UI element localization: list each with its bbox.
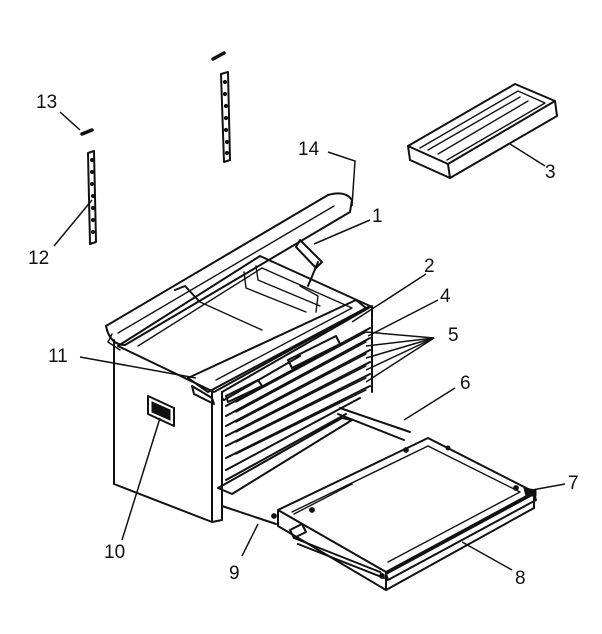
callout-5: 5 [448,325,459,346]
part-13-pin [80,128,94,136]
callout-9: 9 [229,563,240,584]
leader-9 [241,523,259,557]
part-12-hinge-strip [87,150,97,245]
leader-7 [531,483,566,491]
leader-11 [79,356,197,379]
part-10-side-handle [147,395,175,427]
leader-5b [365,337,435,347]
leader-5a [365,331,435,339]
leader-5e [365,337,435,383]
callout-1: 1 [372,206,383,227]
chest-body [113,255,373,523]
part-14-lid [105,192,353,351]
leader-14 [327,151,356,207]
callout-10: 10 [104,542,125,563]
callout-8: 8 [515,568,526,589]
part-3-tray [407,83,558,179]
callout-14: 14 [298,139,320,160]
callout-2: 2 [424,256,435,277]
upper-hinge-strip [211,51,231,163]
leader-2 [351,273,427,323]
callout-labels: 1 2 3 4 5 6 7 8 9 10 11 12 13 14 [28,92,579,589]
callout-11: 11 [48,346,68,367]
leader-10 [121,417,161,541]
leader-8 [461,541,513,571]
callout-4: 4 [440,286,451,307]
part-1-lid-stay [295,239,323,287]
leader-3 [509,143,546,167]
callout-13: 13 [36,92,57,113]
callout-6: 6 [460,373,471,394]
leader-1 [313,219,371,245]
leader-lines [53,111,566,571]
leader-5c [365,337,435,359]
open-drawer [217,407,537,591]
callout-3: 3 [545,162,556,183]
callout-7: 7 [568,473,579,494]
callout-12: 12 [28,248,49,269]
leader-13 [59,111,81,131]
leader-4 [367,299,439,337]
leader-6 [403,387,456,421]
leader-12 [53,199,93,247]
leader-5d [365,337,435,371]
